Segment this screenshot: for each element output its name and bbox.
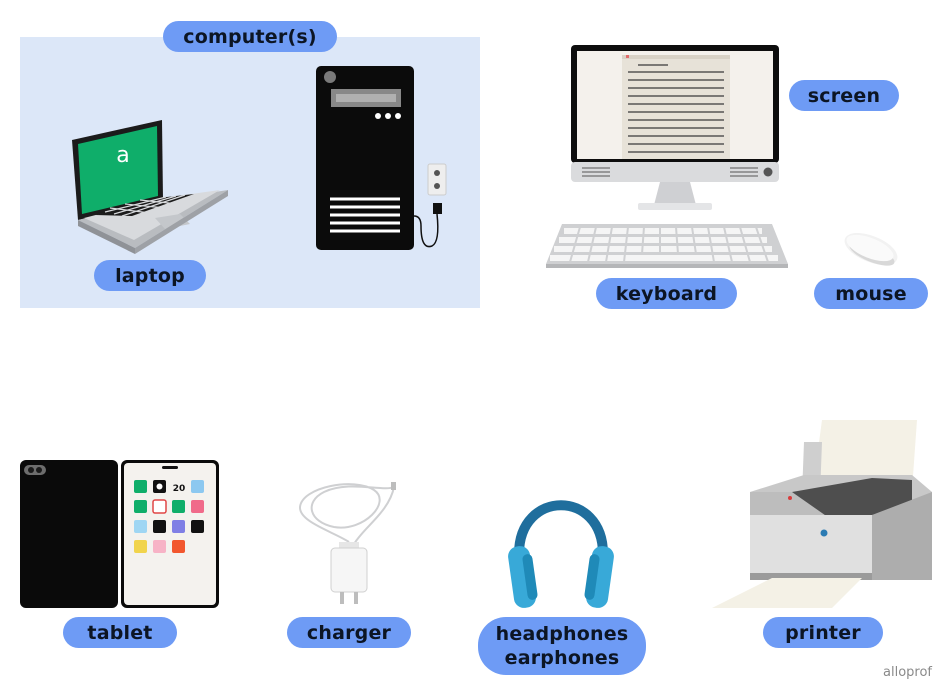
laptop-logo: a (116, 143, 129, 168)
printer-illustration (712, 420, 932, 608)
label-charger: charger (287, 617, 411, 648)
tablet-back-illustration (20, 460, 118, 608)
label-tablet: tablet (63, 617, 177, 648)
mouse-illustration (844, 233, 898, 266)
label-laptop: laptop (94, 260, 206, 291)
brand-watermark: alloprof (883, 665, 932, 680)
label-keyboard: keyboard (596, 278, 737, 309)
label-headphones-line1: headphones (495, 623, 629, 645)
label-printer: printer (763, 617, 883, 648)
label-headphones: headphones earphones (478, 617, 646, 675)
headphones-illustration (508, 500, 614, 608)
monitor-illustration (571, 45, 779, 210)
charger-illustration (298, 482, 396, 604)
label-computers: computer(s) (163, 21, 337, 52)
calendar-date: 20 (173, 484, 186, 494)
label-screen: screen (789, 80, 899, 111)
tablet-front-illustration: 20 (121, 460, 219, 608)
computer-tower-illustration (316, 66, 447, 250)
keyboard-illustration (546, 224, 788, 268)
label-mouse: mouse (814, 278, 928, 309)
laptop-illustration: a (72, 120, 228, 254)
label-headphones-line2: earphones (504, 647, 620, 669)
